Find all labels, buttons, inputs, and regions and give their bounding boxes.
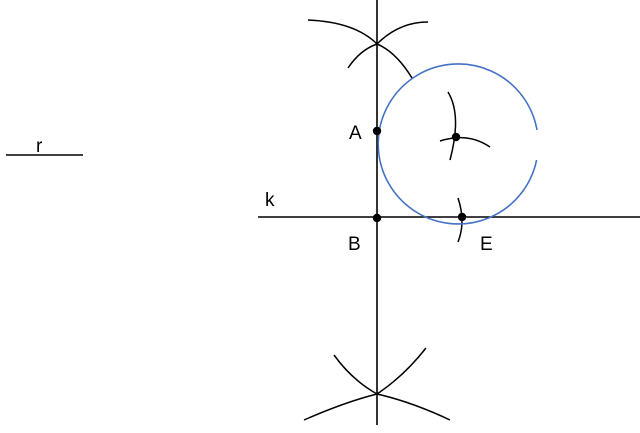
label-r: r (36, 136, 43, 157)
label-k: k (265, 190, 275, 211)
label-A: A (349, 123, 362, 144)
construction-arc-top-left (307, 19, 378, 45)
construction-arc-center-horizontal (439, 136, 491, 148)
construction-arc-bottom-upper-right (376, 347, 427, 395)
construction-arc-top-right (376, 21, 429, 45)
construction-arc-center-vertical (447, 91, 457, 161)
point-B (372, 213, 382, 223)
point-circle-center (451, 132, 461, 142)
label-E: E (480, 234, 493, 255)
construction-arc-bottom-upper-left (333, 354, 378, 395)
point-A (372, 126, 382, 136)
construction-arc-top-lower-left (347, 43, 378, 69)
construction-arc-top-lower-right (376, 43, 413, 79)
construction-arc-bottom-lower-left (303, 393, 378, 421)
tangent-circle (377, 63, 538, 225)
construction-arc-bottom-lower-right (376, 393, 451, 421)
label-B: B (348, 234, 361, 255)
point-E (457, 212, 467, 222)
